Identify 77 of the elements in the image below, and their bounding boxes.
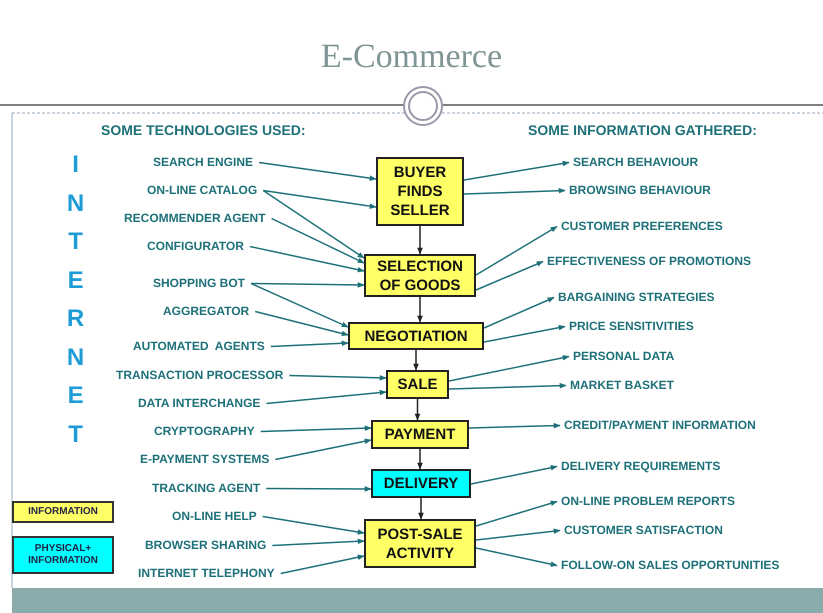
- item-label: DATA INTERCHANGE: [138, 396, 260, 411]
- item-label: SHOPPING BOT: [153, 276, 246, 291]
- item-label: ON-LINE HELP: [172, 509, 257, 524]
- item-label: ON-LINE CATALOG: [147, 183, 258, 198]
- arrow: [476, 500, 558, 527]
- slide-title: E-Commerce: [320, 38, 504, 76]
- item-label: CRYPTOGRAPHY: [154, 424, 255, 439]
- arrow: [266, 486, 372, 492]
- arrow: [476, 260, 544, 291]
- arrow: [476, 547, 558, 567]
- arrow: [280, 554, 365, 574]
- process-box: BUYER FINDS SELLER: [376, 157, 464, 226]
- item-label: AUTOMATED AGENTS: [133, 339, 265, 354]
- legend-text: PHYSICAL+ INFORMATION: [27, 543, 99, 567]
- item-label: TRANSACTION PROCESSOR: [116, 368, 284, 383]
- process-box: POST-SALE ACTIVITY: [364, 519, 476, 568]
- item-label: INTERNET TELEPHONY: [138, 566, 275, 581]
- process-box: DELIVERY: [371, 469, 471, 498]
- item-label: BROWSING BEHAVIOUR: [569, 183, 711, 198]
- arrow: [266, 390, 387, 404]
- arrow: [250, 246, 365, 272]
- process-box: PAYMENT: [371, 420, 469, 449]
- process-box: NEGOTIATION: [348, 322, 484, 350]
- item-label: MARKET BASKET: [570, 378, 674, 393]
- vertical-heading: INTERNET: [66, 150, 86, 450]
- arrow: [464, 188, 566, 195]
- arrow: [484, 296, 555, 329]
- arrow: [251, 282, 365, 288]
- item-label: CONFIGURATOR: [147, 239, 244, 254]
- arrow: [418, 498, 424, 520]
- item-label: CUSTOMER SATISFACTION: [564, 523, 723, 538]
- arrow: [414, 399, 420, 421]
- arrow: [258, 162, 377, 181]
- arrow: [417, 449, 423, 470]
- item-label: PRICE SENSITIVITIES: [569, 319, 694, 334]
- arrow: [417, 297, 423, 323]
- item-label: BARGAINING STRATEGIES: [558, 290, 714, 305]
- process-box: SELECTION OF GOODS: [364, 254, 476, 297]
- arrow: [448, 382, 567, 390]
- section-heading: SOME INFORMATION GATHERED:: [528, 122, 757, 138]
- arrow: [250, 282, 349, 328]
- item-label: CUSTOMER PREFERENCES: [561, 219, 723, 234]
- arrow: [417, 226, 423, 255]
- arrow: [262, 516, 365, 535]
- item-label: CREDIT/PAYMENT INFORMATION: [564, 418, 756, 433]
- arrow: [271, 218, 365, 264]
- item-label: RECOMMENDER AGENT: [124, 211, 266, 226]
- arrow: [289, 374, 387, 381]
- item-label: DELIVERY REQUIREMENTS: [561, 459, 720, 474]
- item-label: SEARCH ENGINE: [153, 155, 254, 170]
- item-label: TRACKING AGENT: [152, 481, 260, 496]
- arrow: [476, 226, 558, 276]
- item-label: E-PAYMENT SYSTEMS: [140, 452, 270, 467]
- arrow: [255, 310, 349, 336]
- arrow: [448, 355, 570, 382]
- item-label: FOLLOW-ON SALES OPPORTUNITIES: [561, 558, 780, 573]
- arrow: [484, 324, 566, 343]
- arrow: [470, 465, 558, 485]
- section-heading: SOME TECHNOLOGIES USED:: [101, 122, 306, 138]
- item-label: EFFECTIVENESS OF PROMOTIONS: [547, 254, 752, 269]
- legend-text: INFORMATION: [28, 506, 98, 518]
- arrow: [468, 422, 561, 429]
- process-box: SALE: [386, 370, 449, 399]
- arrow: [262, 190, 365, 259]
- arrow: [476, 528, 561, 541]
- item-label: BROWSER SHARING: [145, 538, 266, 553]
- arrow: [464, 160, 570, 181]
- arrow: [263, 190, 377, 209]
- item-label: AGGREGATOR: [163, 304, 250, 319]
- item-label: PERSONAL DATA: [573, 349, 674, 364]
- item-label: ON-LINE PROBLEM REPORTS: [561, 494, 736, 509]
- arrow: [413, 350, 419, 371]
- arrow: [275, 438, 372, 460]
- arrow: [272, 538, 365, 546]
- arrow: [270, 340, 349, 348]
- item-label: SEARCH BEHAVIOUR: [573, 155, 698, 170]
- arrow: [260, 425, 372, 432]
